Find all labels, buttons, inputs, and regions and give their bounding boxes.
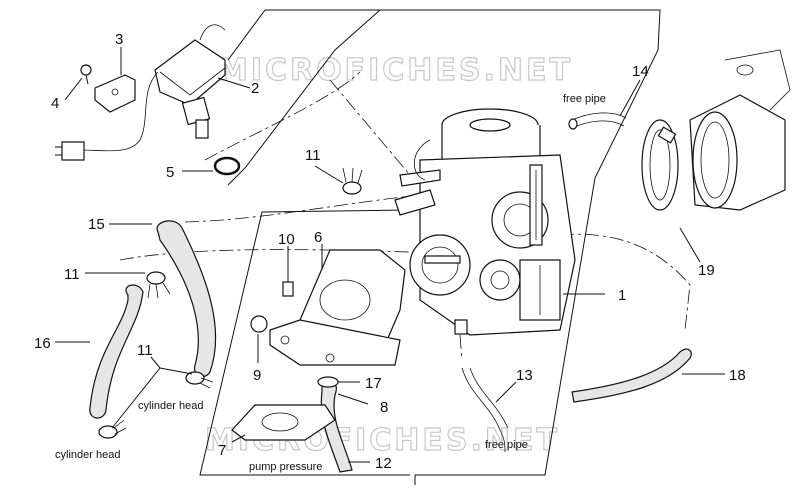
clip-11-b (146, 271, 171, 299)
label-pump-pressure: pump pressure (249, 461, 322, 473)
assembly-line-5 (559, 233, 691, 331)
callout-1: 1 (618, 287, 626, 304)
callout-9: 9 (253, 367, 261, 384)
callout-6: 6 (314, 229, 322, 246)
callout-3: 3 (115, 31, 123, 48)
callout-17: 17 (365, 375, 382, 392)
hose-16 (89, 284, 144, 419)
hose-13 (461, 367, 509, 453)
bolt-10 (282, 260, 294, 297)
callout-13: 13 (516, 367, 533, 384)
leader-lines (55, 47, 725, 463)
label-cylinder-head-2: cylinder head (55, 449, 120, 461)
callout-7: 7 (218, 442, 226, 459)
assembly-line-1 (184, 194, 421, 223)
o-ring-part (213, 156, 241, 176)
callout-4: 4 (51, 95, 59, 112)
gasket-7 (231, 404, 336, 441)
callout-15: 15 (88, 216, 105, 233)
intake-manifold-part (641, 49, 791, 211)
clip-11-c (185, 371, 214, 389)
callout-12: 12 (375, 455, 392, 472)
bracket-part (94, 74, 136, 113)
callout-10: 10 (278, 231, 295, 248)
hose-15 (156, 220, 217, 378)
manifold-adapter-part (269, 249, 406, 366)
label-free-pipe-top: free pipe (563, 93, 606, 105)
callout-14: 14 (632, 63, 649, 80)
carburetor-body (394, 108, 576, 336)
watermark-top: MICROFICHES.NET (218, 53, 573, 88)
electric-choke-part (55, 24, 226, 161)
hose-18 (571, 348, 692, 403)
clip-11-a (342, 167, 363, 195)
label-free-pipe-bottom: free pipe (485, 439, 528, 451)
callout-8: 8 (380, 399, 388, 416)
callout-2: 2 (251, 80, 259, 97)
callout-18: 18 (729, 367, 746, 384)
screw-part (80, 64, 92, 85)
callout-16: 16 (34, 335, 51, 352)
clip-11-d (98, 419, 127, 439)
assembly-line-7 (459, 334, 463, 361)
clip-17 (317, 376, 339, 388)
callout-5: 5 (166, 164, 174, 181)
callout-11-a: 11 (305, 147, 321, 164)
nut-9 (250, 315, 268, 333)
assembly-line-4 (204, 71, 361, 161)
callout-11-b: 11 (64, 266, 80, 283)
callout-11-c: 11 (137, 342, 153, 359)
callout-19: 19 (698, 262, 715, 279)
label-cylinder-head-1: cylinder head (138, 400, 203, 412)
inner-frame (199, 209, 411, 476)
hose-14 (571, 112, 627, 129)
outer-frame (244, 9, 661, 485)
